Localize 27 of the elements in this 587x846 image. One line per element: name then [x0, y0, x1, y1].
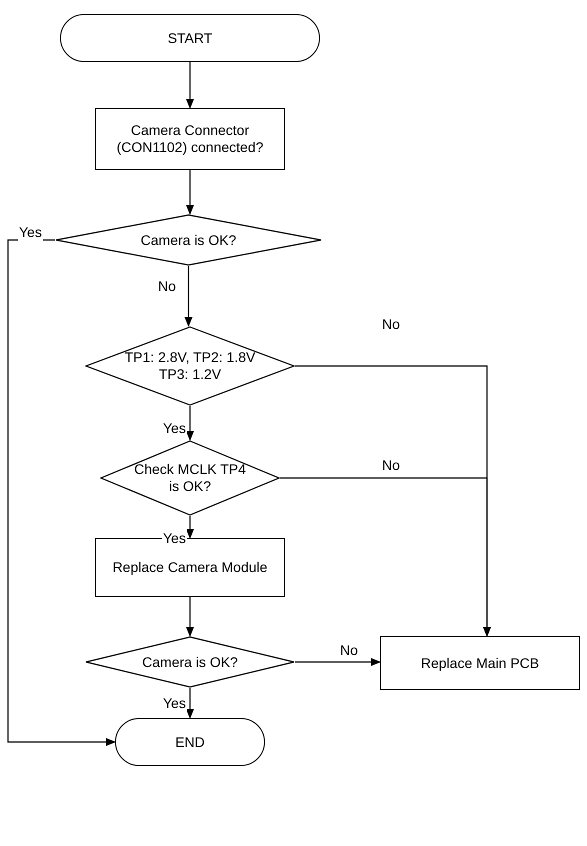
- decision-diamond: [100, 440, 280, 516]
- node-text: Check MCLK TP4 is OK?: [133, 461, 247, 495]
- node-text: Camera is OK?: [142, 654, 238, 670]
- node-text: Replace Main PCB: [420, 654, 540, 672]
- decision-diamond: [85, 636, 295, 688]
- node-text: Camera Connector (CON1102) connected?: [116, 122, 264, 156]
- node-text: Replace Camera Module: [112, 559, 268, 576]
- terminator-box: [60, 14, 320, 62]
- process-box: [95, 108, 285, 170]
- arrow: [186, 170, 194, 215]
- arrow: [186, 597, 194, 637]
- process-box: [380, 636, 580, 690]
- arrow: [184, 266, 192, 327]
- arrow: [186, 516, 194, 539]
- arrow: [295, 658, 381, 666]
- node-text: TP1: 2.8V, TP2: 1.8V TP3: 1.2V: [124, 349, 256, 383]
- arrow: [7, 239, 116, 746]
- arrow: [186, 688, 194, 719]
- decision-diamond: [85, 326, 295, 406]
- node-text: Camera is OK?: [140, 232, 236, 248]
- node-text: START: [168, 30, 212, 46]
- node-text: END: [175, 734, 205, 750]
- arrow: [280, 477, 491, 637]
- decision-diamond: [55, 214, 322, 266]
- arrow: [186, 406, 194, 441]
- arrow: [186, 62, 194, 109]
- terminator-box: [115, 718, 265, 766]
